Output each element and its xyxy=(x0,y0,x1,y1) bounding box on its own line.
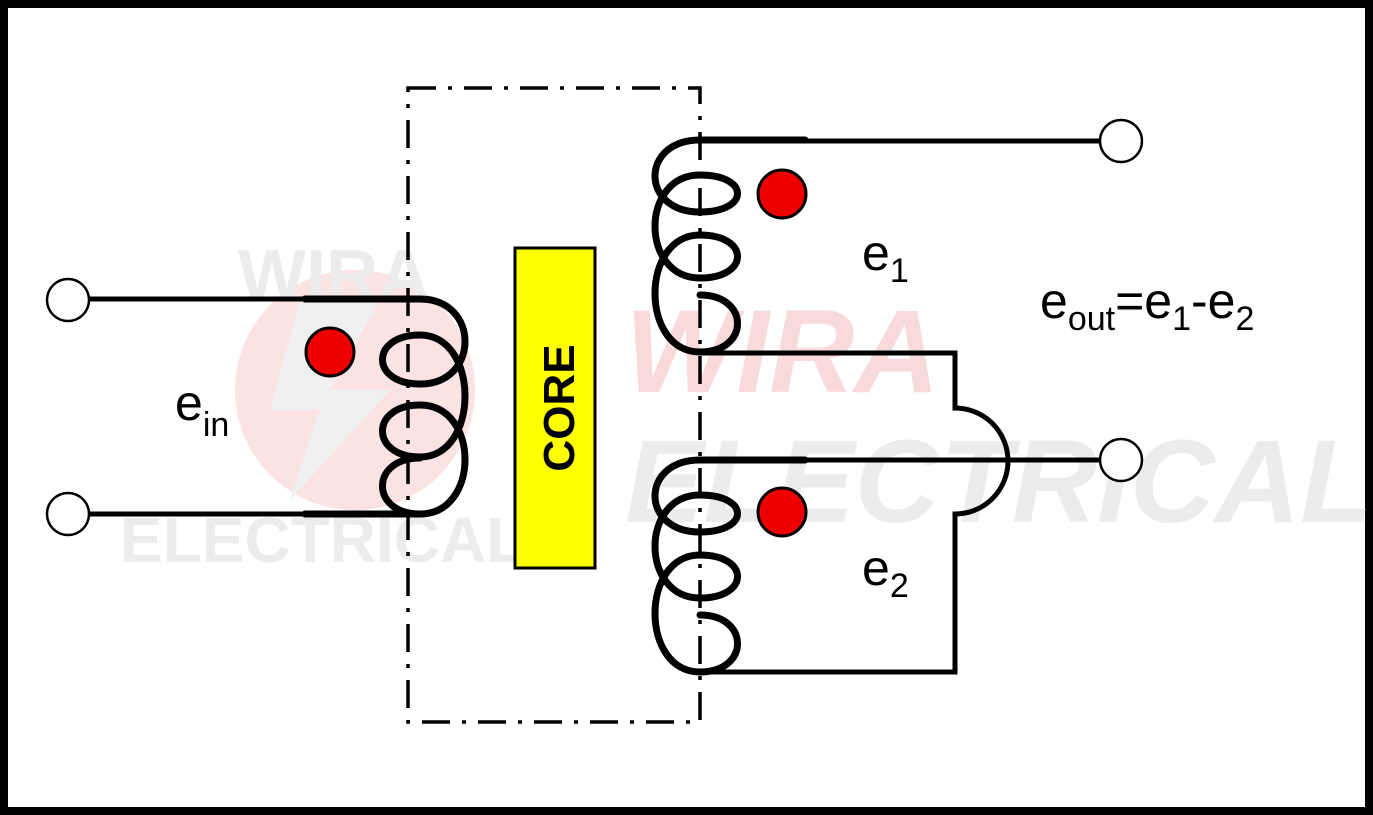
label-e-in-base: e xyxy=(175,375,203,431)
label-e-in: ein xyxy=(175,375,229,444)
watermark-text-small-top: WIRA xyxy=(238,236,430,316)
label-e2: e2 xyxy=(862,540,909,605)
polarity-dot-primary xyxy=(304,326,356,378)
primary-terminal-bottom xyxy=(45,491,91,537)
label-e-out-equation: eout=e1-e2 xyxy=(1040,273,1254,338)
core-block xyxy=(513,246,597,570)
watermark-text-large-bottom: ELECTRICAL xyxy=(625,416,1372,548)
secondary-wiring xyxy=(700,118,1144,675)
label-e-out-eq: =e xyxy=(1115,273,1172,329)
label-e-out-minus: -e xyxy=(1191,273,1235,329)
label-e2-sub: 2 xyxy=(890,567,909,605)
polarity-dot-secondary-top xyxy=(756,168,808,220)
primary-terminal-top xyxy=(45,277,91,323)
core-boundary xyxy=(406,86,702,724)
core-label: CORE xyxy=(535,344,584,471)
output-terminal-center xyxy=(1098,437,1144,483)
label-e-in-sub: in xyxy=(203,406,229,444)
label-e-out-sub: out xyxy=(1068,300,1116,338)
primary-coil xyxy=(301,295,469,518)
label-e1: e1 xyxy=(862,225,909,290)
watermark: WIRA ELECTRICAL WIRA ELECTRICAL xyxy=(120,236,1372,576)
label-e1-sub: 1 xyxy=(890,252,909,290)
label-e1-base: e xyxy=(862,225,890,281)
watermark-logo-bolt xyxy=(270,300,390,500)
polarity-dot-secondary-bottom xyxy=(756,486,808,538)
output-terminal-top xyxy=(1098,118,1144,164)
label-e2-base: e xyxy=(862,540,890,596)
secondary-coil-bottom xyxy=(651,456,809,676)
secondary-coil-top xyxy=(651,136,809,356)
label-e-out-sub2: 2 xyxy=(1235,300,1254,338)
label-e-out-base: e xyxy=(1040,273,1068,329)
label-e-out-sub1: 1 xyxy=(1172,300,1191,338)
